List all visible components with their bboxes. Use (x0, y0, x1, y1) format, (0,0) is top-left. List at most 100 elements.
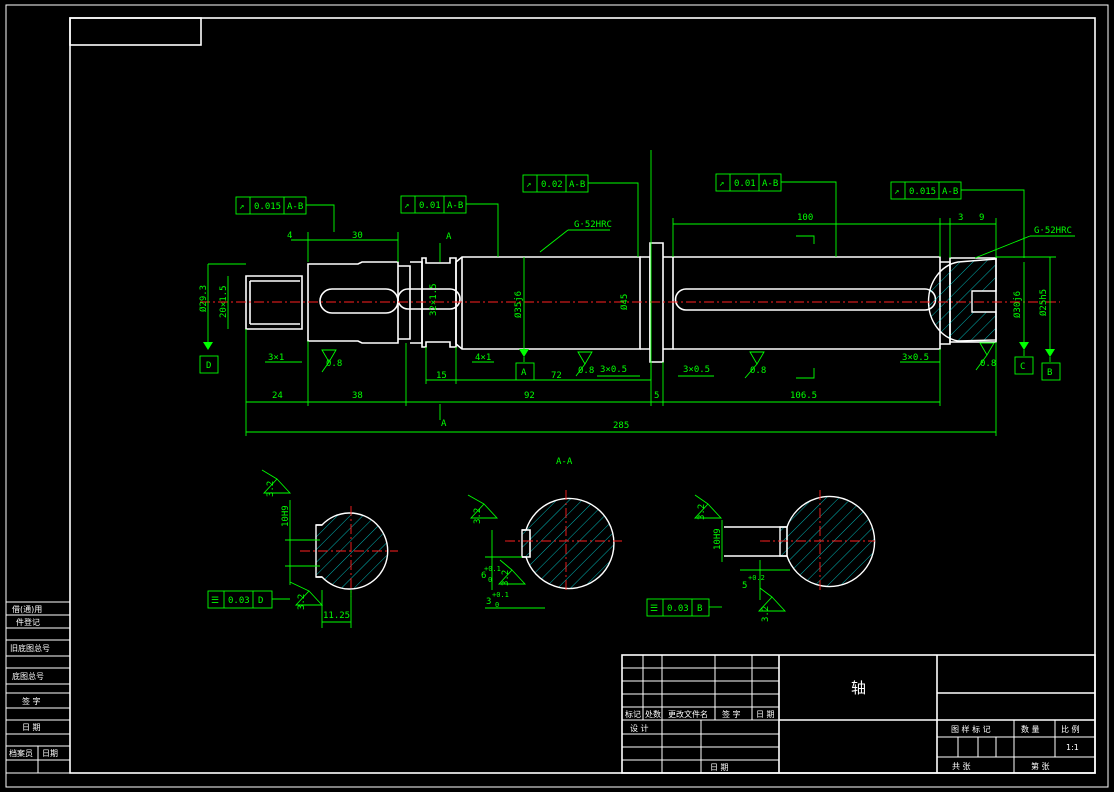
mid-depth-tol-low: 0 (488, 576, 492, 584)
rev-date-header: 日 期 (756, 710, 775, 719)
quantity-label: 数 量 (1021, 724, 1040, 734)
rev-count-header: 处数 (645, 709, 661, 719)
dim-thread-2: 32×1.5 (429, 283, 439, 316)
strip-drawing-no-label: 底图总号 (12, 671, 44, 681)
dim-5: 5 (654, 391, 659, 401)
dim-chamfer-4x1: 4×1 (475, 353, 491, 363)
left-width-dim: 11.25 (323, 611, 350, 621)
roughness-3: 0.8 (750, 366, 766, 376)
rev-mark-header: 标记 (625, 709, 641, 719)
tol-2-symbol: ↗ (404, 201, 409, 211)
dim-chamfer-3x1: 3×1 (268, 353, 284, 363)
strip-date-label: 日 期 (22, 723, 41, 732)
sheet-total-label: 共 张 (952, 762, 971, 771)
mid-depth-main: 6 (481, 571, 486, 581)
hardness-right: G·52HRC (1034, 226, 1072, 236)
tol-3-datum: A-B (569, 180, 585, 190)
dim-dia-30j6: Ø30j6 (1012, 291, 1023, 318)
tol-3-symbol: ↗ (526, 180, 531, 190)
end-section-hatch (927, 258, 997, 342)
dim-groove-2: 3×0.5 (683, 365, 710, 375)
dim-dia-45: Ø45 (619, 294, 630, 310)
dim-9: 9 (979, 213, 984, 223)
tol-3-value: 0.02 (541, 180, 563, 190)
tol-1-symbol: ↗ (239, 202, 244, 212)
roughness-1: 0.8 (326, 359, 342, 369)
sheet-number-label: 第 张 (1031, 761, 1050, 771)
left-strip-table: 借(通)用 件登记 旧底图总号 底图总号 签 字 日 期 档案员 日期 (5, 601, 71, 774)
rev-doc-header: 更改文件名 (668, 709, 708, 719)
dim-100: 100 (797, 213, 813, 223)
mid-depth2-tol-low: 0 (495, 601, 499, 609)
mid-roughness-2: 3.2 (501, 570, 511, 586)
dim-72: 72 (551, 371, 562, 381)
dim-24: 24 (272, 391, 283, 401)
section-left: 10H9 3.2 3.2 11.25 ☰ 0.03 D (207, 469, 398, 628)
tol-4-symbol: ↗ (719, 179, 724, 189)
tol-1-value: 0.015 (254, 202, 281, 212)
right-keyway-dim: 10H9 (713, 528, 723, 550)
dim-4: 4 (287, 231, 292, 241)
scale-value: 1:1 (1066, 743, 1079, 752)
left-keyway-dim: 10H9 (281, 505, 291, 527)
roughness-4: 0.8 (980, 359, 996, 369)
strip-register-label: 件登记 (16, 617, 40, 627)
dim-groove-3: 3×0.5 (902, 353, 929, 363)
tol-5-value: 0.015 (909, 187, 936, 197)
dim-dia-25h5: Ø25h5 (1038, 289, 1049, 316)
datum-a: A (521, 368, 527, 378)
drawing-frame (5, 4, 1109, 788)
dim-38: 38 (352, 391, 363, 401)
design-date-label: 日 期 (710, 763, 729, 772)
stage-mark-label: 图 样 标 记 (951, 724, 991, 734)
dim-15: 15 (436, 371, 447, 381)
strip-signature-label: 签 字 (22, 696, 41, 706)
section-mark-bottom: A (441, 419, 447, 429)
designer-label: 设 计 (630, 723, 649, 733)
right-roughness-2: 3.2 (761, 606, 771, 622)
left-tol-symbol: ☰ (211, 596, 219, 606)
strip-old-drawing-label: 旧底图总号 (10, 643, 50, 653)
hardness-left: G·52HRC (574, 220, 612, 230)
rev-sign-header: 签 字 (722, 709, 741, 719)
tol-2-value: 0.01 (419, 201, 441, 211)
left-tol-value: 0.03 (228, 596, 250, 606)
datum-markers: D A C B (199, 340, 1061, 381)
roughness-2: 0.8 (578, 366, 594, 376)
left-roughness-1: 3.2 (266, 481, 276, 497)
section-middle: 3.2 3.2 6 +0.1 0 3 +0.1 0 (467, 490, 622, 609)
tol-4-value: 0.01 (734, 179, 756, 189)
part-name: 轴 (851, 679, 866, 697)
left-roughness-2: 3.2 (297, 594, 307, 610)
right-depth-tol: +0.2 (748, 574, 765, 582)
mid-depth-tol-up: +0.1 (484, 565, 501, 573)
right-tol-symbol: ☰ (650, 604, 658, 614)
tolerance-frames: ↗ 0.015 A-B ↗ 0.01 A-B ↗ 0.02 A-B ↗ 0.01… (235, 173, 1025, 258)
section-mark-top: A (446, 232, 452, 242)
tol-1-datum: A-B (287, 202, 303, 212)
dim-dia-35j6: Ø35j6 (513, 291, 524, 318)
tol-4-datum: A-B (762, 179, 778, 189)
datum-c: C (1020, 362, 1025, 372)
left-tol-datum: D (258, 596, 263, 606)
dim-30: 30 (352, 231, 363, 241)
scale-label: 比 例 (1061, 724, 1080, 734)
dim-285: 285 (613, 421, 629, 431)
tol-5-datum: A-B (942, 187, 958, 197)
title-block: 标记 处数 更改文件名 签 字 日 期 设 计 日 期 轴 图 样 标 记 数 … (621, 654, 1096, 774)
mid-depth2-tol-up: +0.1 (492, 591, 509, 599)
strip-borrow-label: 借(通)用 (12, 604, 42, 614)
roughness-symbols: 0.8 0.8 0.8 0.8 (321, 342, 996, 379)
dim-92: 92 (524, 391, 535, 401)
right-tol-datum: B (697, 604, 702, 614)
right-depth-main: 5 (742, 581, 747, 591)
tol-2-datum: A-B (447, 201, 463, 211)
dim-dia-left: Ø29.3 (198, 285, 209, 312)
datum-d: D (206, 361, 211, 371)
right-tol-value: 0.03 (667, 604, 689, 614)
mid-depth2-main: 3 (486, 597, 491, 607)
right-roughness-1: 3.2 (697, 504, 707, 520)
dim-3: 3 (958, 213, 963, 223)
dim-groove-1: 3×0.5 (600, 365, 627, 375)
